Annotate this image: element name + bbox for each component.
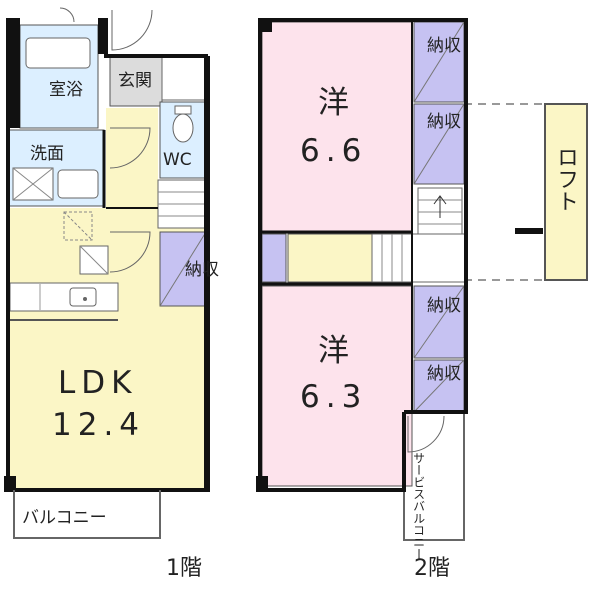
floor2-plan (256, 18, 588, 541)
floor1-label: 1階 (166, 556, 202, 581)
bathtub (25, 37, 91, 69)
loft-label: ロフト (553, 146, 578, 212)
loft (544, 103, 588, 281)
storage-2f-2-label: 収 納 (423, 112, 460, 129)
ldk-name: LDK (58, 365, 138, 401)
room2-name: 洋 (318, 333, 355, 369)
toilet (172, 113, 194, 143)
storage-2f-3-label: 収 納 (423, 296, 460, 313)
bath-label: 浴 室 (45, 80, 82, 97)
balcony-label: バルコニー (22, 508, 107, 528)
entrance-area (109, 55, 163, 107)
floor2-walls (258, 18, 468, 492)
wc-label: WC (163, 150, 192, 170)
ldk-size: 12.4 (52, 407, 146, 443)
room1-name: 洋 (318, 85, 355, 121)
kitchen-sink (69, 287, 97, 307)
bedroom-2 (261, 285, 413, 487)
balcony-1f (13, 490, 161, 539)
shoe-box (161, 55, 207, 101)
room1-size: 6.6 (300, 133, 368, 169)
bedroom-1 (261, 21, 413, 233)
hallway (106, 108, 158, 208)
entrance-label: 玄関 (118, 71, 152, 91)
floor2-label: 2階 (414, 556, 450, 581)
stairs-2f (371, 233, 467, 283)
floor1-plan (4, 7, 210, 539)
room2-size: 6.3 (300, 379, 368, 415)
storage-1f-label: 収 納 (181, 260, 218, 277)
storage-2f-1-label: 収 納 (423, 36, 460, 53)
kitchen-counter (9, 282, 119, 312)
service-balcony-label: サービスバルコニー (411, 452, 426, 560)
wash-basin (57, 169, 99, 199)
washroom-label: 洗面 (30, 144, 64, 164)
hall-2f (287, 233, 373, 283)
storage-2f-4-label: 収 納 (423, 364, 460, 381)
